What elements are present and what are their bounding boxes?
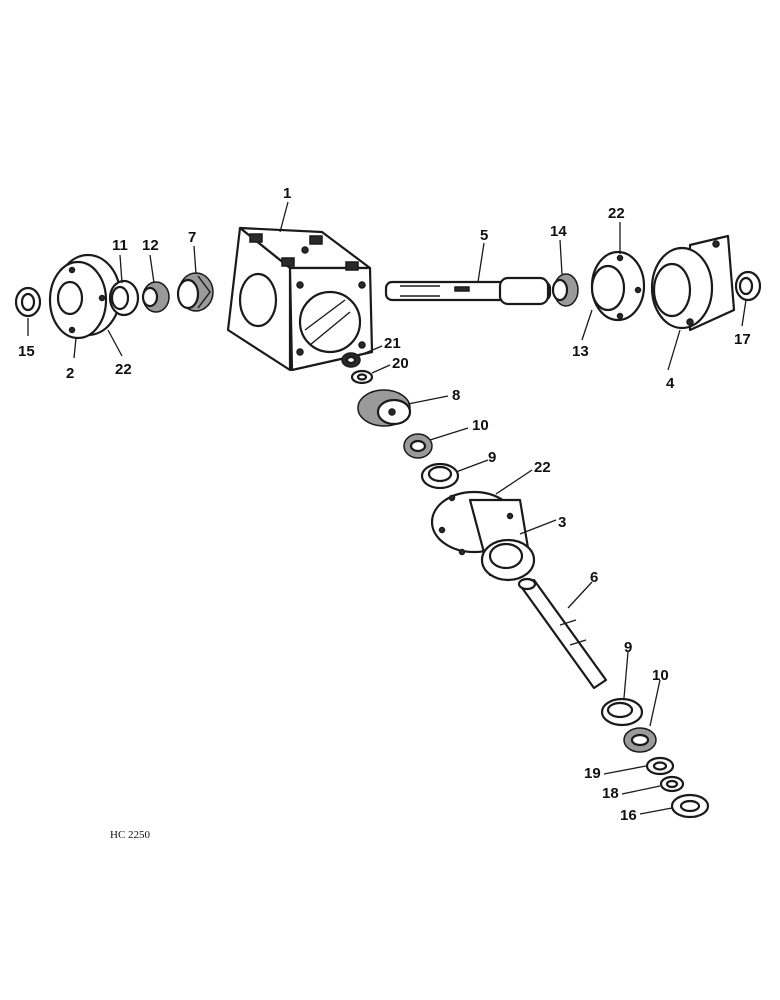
callout-5: 5 [480, 227, 488, 244]
part-9-bearing-cup-lower [600, 697, 644, 727]
part-5-shaft [384, 276, 552, 306]
drawing-number: HC 2250 [110, 829, 151, 841]
part-4-bearing-housing [650, 234, 736, 332]
part-15-seal [14, 286, 42, 318]
callout-8: 8 [452, 387, 460, 404]
callout-labels: 1 2 3 4 5 6 7 8 9 9 10 10 11 12 13 14 15… [18, 185, 751, 824]
leader-lines [27, 201, 747, 815]
callout-13: 13 [572, 343, 589, 360]
callout-2: 2 [66, 365, 74, 382]
part-11-bearing-cup [108, 279, 140, 317]
callout-4: 4 [666, 375, 675, 392]
part-21-nut [341, 352, 361, 368]
part-10-cone-bearing-upper [403, 433, 433, 459]
part-18-washer [659, 775, 685, 793]
callout-10-lower: 10 [652, 667, 669, 684]
callout-17: 17 [734, 331, 751, 348]
part-12-cone-bearing [141, 281, 170, 313]
callout-12: 12 [142, 237, 159, 254]
callout-10-upper: 10 [472, 417, 489, 434]
part-17-seal [734, 270, 762, 302]
callout-6: 6 [590, 569, 598, 586]
part-1-gearbox-housing [226, 226, 374, 372]
part-7-bevel-gear [176, 272, 214, 312]
part-20-washer [350, 369, 374, 385]
callout-3: 3 [558, 514, 566, 531]
callout-22-lower: 22 [534, 459, 551, 476]
callout-7: 7 [188, 229, 196, 246]
part-6-lower-shaft [517, 577, 608, 690]
callout-1: 1 [283, 185, 291, 202]
callout-22-left: 22 [115, 361, 132, 378]
callout-9-upper: 9 [488, 449, 496, 466]
callout-16: 16 [620, 807, 637, 824]
callout-18: 18 [602, 785, 619, 802]
callout-15: 15 [18, 343, 35, 360]
callout-19: 19 [584, 765, 601, 782]
part-13-right-flange-cover [590, 250, 646, 322]
callout-21: 21 [384, 335, 401, 352]
part-3-lower-housing [430, 490, 536, 582]
part-19-spacer [645, 756, 675, 776]
part-10-cone-bearing-lower [623, 727, 657, 753]
part-9-bearing-cup-upper [420, 462, 460, 490]
callout-22-right: 22 [608, 205, 625, 222]
part-14-cone-bearing [551, 273, 579, 307]
part-2-left-flange-cover [48, 253, 122, 340]
callout-11: 11 [112, 237, 128, 254]
callout-14: 14 [550, 223, 567, 240]
callout-20: 20 [392, 355, 409, 372]
part-16-seal [670, 793, 710, 819]
part-8-bevel-pinion [357, 389, 412, 427]
callout-9-lower: 9 [624, 639, 632, 656]
